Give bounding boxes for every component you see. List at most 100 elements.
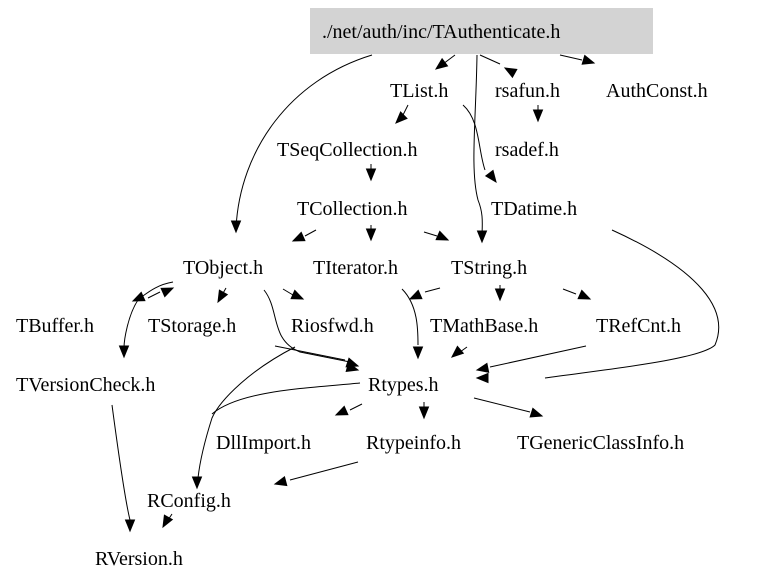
arrowhead-icon bbox=[577, 289, 592, 300]
node-label: TVersionCheck.h bbox=[16, 374, 155, 396]
node-label: RVersion.h bbox=[95, 548, 183, 570]
node-label: TIterator.h bbox=[313, 257, 398, 279]
edge-TSeqCollection-to-TCollection bbox=[365, 164, 377, 182]
node-label: TList.h bbox=[390, 80, 448, 102]
arrowhead-icon bbox=[273, 476, 288, 487]
node-label: Rtypeinfo.h bbox=[366, 432, 461, 454]
node-TGenericClassInfo[interactable]: TGenericClassInfo.h bbox=[517, 432, 684, 454]
arrowhead-icon bbox=[191, 476, 203, 490]
node-TVersionCheck[interactable]: TVersionCheck.h bbox=[16, 374, 155, 396]
edge-Rtypes-to-Rtypeinfo bbox=[418, 402, 430, 420]
edge-line bbox=[235, 54, 373, 229]
node-RConfig[interactable]: RConfig.h bbox=[147, 490, 231, 512]
node-Rtypes[interactable]: Rtypes.h bbox=[368, 374, 439, 396]
node-TMathBase[interactable]: TMathBase.h bbox=[430, 315, 538, 337]
arrowhead-icon bbox=[162, 514, 174, 529]
node-DllImport[interactable]: DllImport.h bbox=[216, 432, 311, 454]
arrowhead-icon bbox=[484, 169, 497, 184]
node-label: rsadef.h bbox=[495, 139, 559, 161]
edge-TCollection-to-TIterator bbox=[365, 225, 377, 242]
edge-line bbox=[274, 345, 346, 361]
node-label: TString.h bbox=[451, 257, 527, 279]
node-label: Riosfwd.h bbox=[291, 315, 374, 337]
edge-line bbox=[263, 289, 351, 363]
node-label: TCollection.h bbox=[297, 198, 408, 220]
node-TObject[interactable]: TObject.h bbox=[183, 257, 263, 279]
node-label: ./net/auth/inc/TAuthenticate.h bbox=[322, 21, 560, 43]
edge-line bbox=[282, 288, 294, 296]
arrowhead-icon bbox=[581, 54, 596, 65]
edge-line bbox=[123, 299, 139, 349]
arrowhead-icon bbox=[475, 372, 489, 384]
arrowhead-icon bbox=[494, 288, 506, 302]
node-TStorage[interactable]: TStorage.h bbox=[148, 315, 236, 337]
edge-TIterator-to-Rtypes bbox=[401, 288, 424, 360]
arrowhead-icon bbox=[475, 362, 490, 373]
node-label: TSeqCollection.h bbox=[277, 139, 418, 161]
node-RVersion[interactable]: RVersion.h bbox=[95, 548, 183, 570]
node-AuthConst[interactable]: AuthConst.h bbox=[606, 80, 708, 102]
edge-root-to-AuthConst bbox=[559, 54, 596, 65]
node-label: TBuffer.h bbox=[16, 315, 94, 337]
arrowhead-icon bbox=[435, 230, 450, 241]
node-Rtypeinfo[interactable]: Rtypeinfo.h bbox=[366, 432, 461, 454]
arrowhead-icon bbox=[450, 345, 465, 358]
edge-TString-to-TMathBase bbox=[494, 285, 506, 302]
edge-Riosfwd-to-RConfig bbox=[191, 346, 296, 490]
edge-Rtypes-to-TGenericClassInfo bbox=[473, 397, 544, 418]
node-TIterator[interactable]: TIterator.h bbox=[313, 257, 398, 279]
edges-layer bbox=[111, 54, 720, 533]
arrowhead-icon bbox=[118, 345, 130, 359]
arrowhead-icon bbox=[476, 230, 488, 244]
edge-TObject-to-TStorage bbox=[217, 287, 229, 304]
edge-line bbox=[197, 346, 296, 479]
edge-TMathBase-to-Rtypes bbox=[450, 345, 468, 358]
edge-line bbox=[544, 229, 720, 379]
edge-line bbox=[349, 403, 363, 411]
arrowhead-icon bbox=[131, 291, 146, 302]
edge-line bbox=[473, 54, 483, 239]
node-label: TStorage.h bbox=[148, 315, 236, 337]
edge-line bbox=[424, 287, 441, 293]
edge-RConfig-to-RVersion bbox=[162, 513, 174, 529]
arrowhead-icon bbox=[365, 228, 377, 242]
edge-line bbox=[462, 104, 486, 171]
edge-TObject-to-TVersionCheck bbox=[118, 299, 139, 359]
root-node[interactable]: ./net/auth/inc/TAuthenticate.h bbox=[310, 8, 653, 54]
node-TSeqCollection[interactable]: TSeqCollection.h bbox=[277, 139, 418, 161]
node-label: rsafun.h bbox=[495, 80, 560, 102]
edge-line bbox=[304, 229, 317, 237]
arrowhead-icon bbox=[412, 346, 424, 360]
arrowhead-icon bbox=[160, 287, 175, 298]
node-label: RConfig.h bbox=[147, 490, 231, 512]
edge-TVersionCheck-to-RVersion bbox=[111, 404, 136, 533]
node-TRefCnt[interactable]: TRefCnt.h bbox=[596, 315, 681, 337]
arrowhead-icon bbox=[345, 361, 360, 372]
node-TList[interactable]: TList.h bbox=[390, 80, 448, 102]
edge-root-to-TObject bbox=[230, 54, 373, 234]
node-rsadef[interactable]: rsadef.h bbox=[495, 139, 559, 161]
node-Riosfwd[interactable]: Riosfwd.h bbox=[291, 315, 374, 337]
edge-TBuffer-to-TObject bbox=[147, 287, 175, 299]
edge-Rtypeinfo-to-RConfig bbox=[273, 461, 359, 487]
node-TCollection[interactable]: TCollection.h bbox=[297, 198, 408, 220]
node-rsafun[interactable]: rsafun.h bbox=[495, 80, 560, 102]
edge-TRefCnt-to-Rtypes bbox=[475, 345, 587, 373]
edge-line bbox=[473, 397, 531, 413]
edge-root-to-TList bbox=[434, 54, 456, 70]
edge-TDatime-to-Rtypes bbox=[475, 229, 720, 384]
arrowhead-icon bbox=[532, 109, 544, 123]
edge-TCollection-to-TObject bbox=[291, 229, 317, 242]
node-label: Rtypes.h bbox=[368, 374, 439, 396]
node-TBuffer[interactable]: TBuffer.h bbox=[16, 315, 94, 337]
arrowhead-icon bbox=[365, 168, 377, 182]
edge-line bbox=[111, 404, 131, 521]
edge-line bbox=[147, 291, 161, 299]
node-TDatime[interactable]: TDatime.h bbox=[491, 198, 577, 220]
node-TString[interactable]: TString.h bbox=[451, 257, 527, 279]
arrowhead-icon bbox=[529, 407, 544, 418]
edge-root-to-rsafun bbox=[479, 54, 518, 79]
arrowhead-icon bbox=[291, 231, 306, 242]
edge-TStorage-to-Rtypes bbox=[274, 345, 360, 372]
